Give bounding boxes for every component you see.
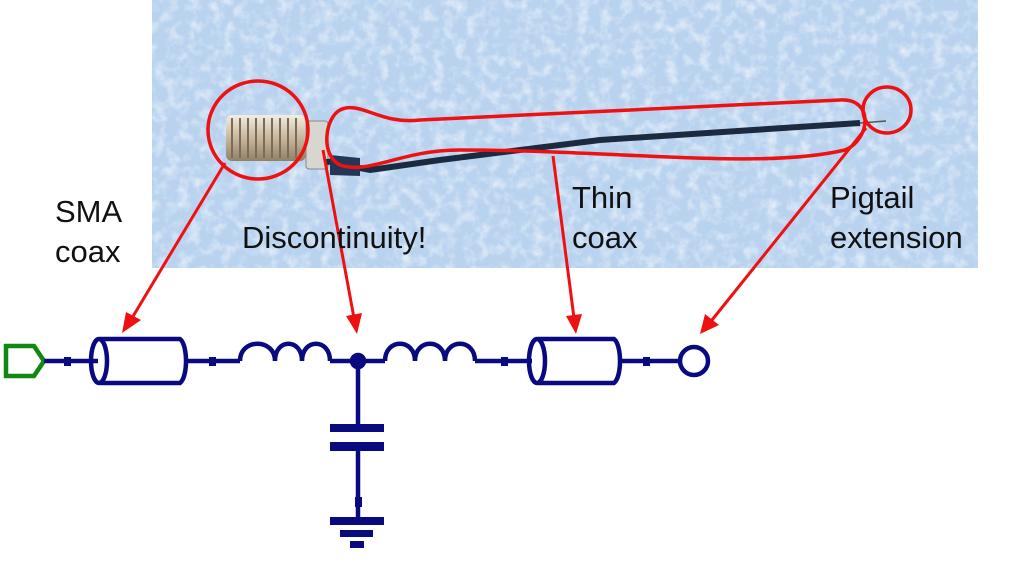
label-pigtail-line1: Pigtail bbox=[830, 180, 915, 215]
label-sma-line2: coax bbox=[55, 234, 121, 269]
label-thin-line2: coax bbox=[572, 220, 638, 255]
ground-symbol bbox=[330, 517, 384, 548]
thin-coax-line-symbol bbox=[526, 336, 623, 386]
arrow-head bbox=[566, 314, 582, 334]
arrow-head bbox=[346, 313, 362, 334]
sma-connector bbox=[226, 115, 329, 170]
label-discontinuity: Discontinuity! bbox=[242, 220, 427, 255]
pigtail-highlight-circle bbox=[861, 85, 913, 135]
label-pigtail-line2: extension bbox=[830, 220, 963, 255]
arrow-head bbox=[122, 312, 141, 333]
label-sma-coax: SMA coax bbox=[55, 192, 122, 272]
label-thin-coax: Thin coax bbox=[572, 178, 637, 258]
inductor-1 bbox=[237, 341, 333, 362]
arrow-head bbox=[700, 314, 719, 334]
annotations bbox=[122, 79, 913, 334]
input-port bbox=[3, 343, 47, 379]
label-thin-line1: Thin bbox=[572, 180, 633, 215]
circuit-schematic bbox=[3, 336, 711, 548]
shunt-capacitor bbox=[330, 424, 384, 451]
label-pigtail-extension: Pigtail extension bbox=[830, 178, 963, 258]
cable-photo bbox=[152, 0, 978, 268]
open-end-terminal bbox=[677, 344, 711, 378]
sma-highlight-circle bbox=[206, 79, 310, 181]
sma-coax-line-symbol bbox=[88, 336, 189, 386]
thin-coax-highlight-outline bbox=[325, 98, 867, 170]
label-sma-line1: SMA bbox=[55, 194, 123, 229]
inductor-2 bbox=[382, 341, 478, 362]
